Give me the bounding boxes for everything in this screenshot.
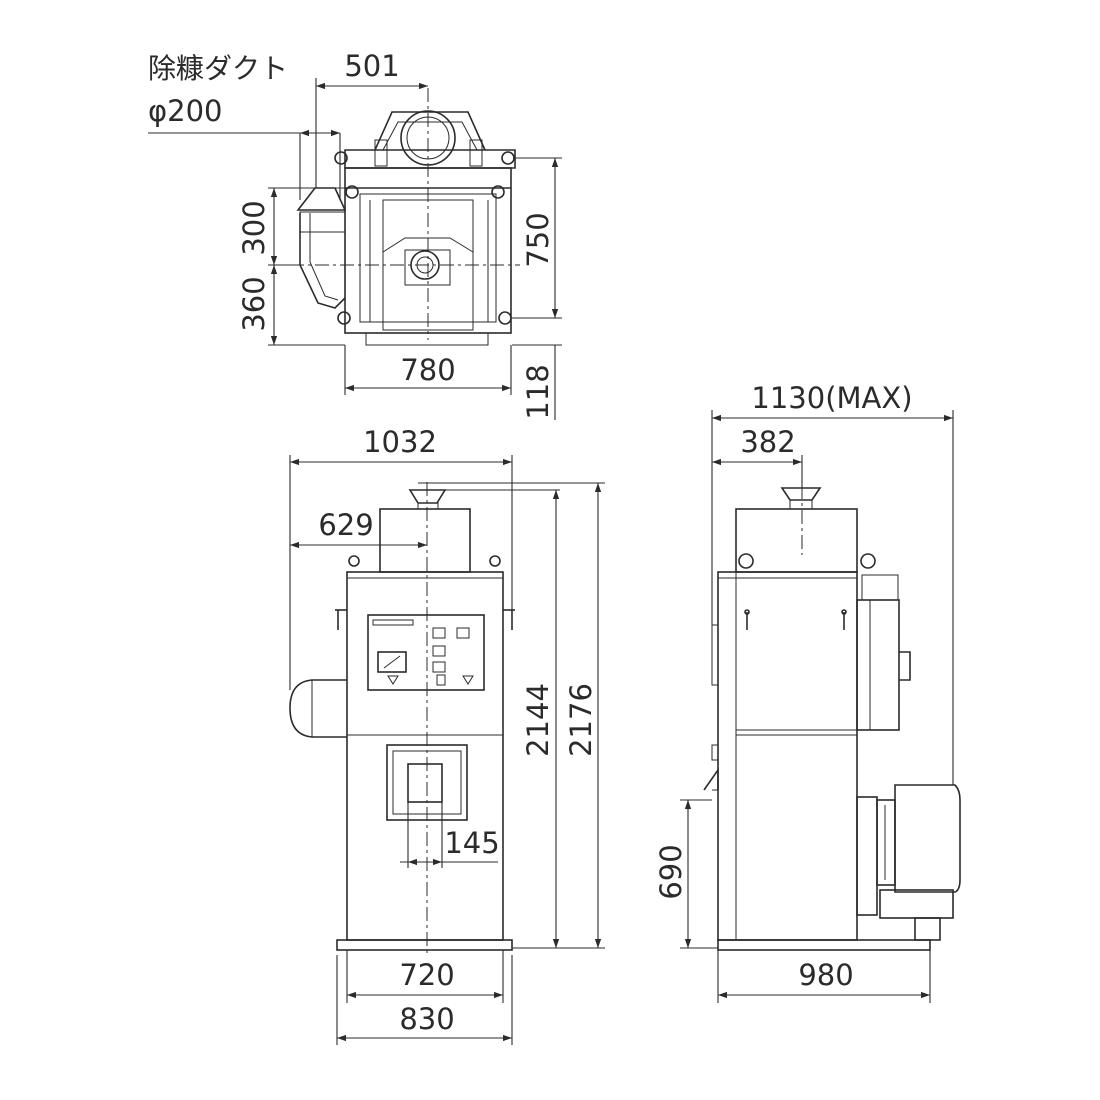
side-view: 1130(MAX) 382 690 980 (654, 381, 961, 1003)
dim-2176-label: 2176 (564, 683, 598, 757)
dim-1130: 1130(MAX) (711, 381, 954, 785)
duct-diameter: φ200 (148, 94, 222, 128)
dim-118-label: 118 (521, 364, 555, 419)
dim-1130-label: 1130(MAX) (751, 381, 912, 415)
dim-501: 501 (315, 49, 428, 188)
dim-780: 780 (344, 345, 512, 395)
duct-label: 除糠ダクト (148, 52, 288, 85)
dim-830-label: 830 (399, 1002, 454, 1036)
side-cabinet (703, 571, 961, 951)
dim-501-label: 501 (344, 49, 399, 83)
top-view-body (337, 167, 512, 346)
dim-2144-label: 2144 (521, 683, 555, 757)
dim-300-360: 300 360 (237, 187, 345, 346)
top-view-hood (334, 110, 516, 169)
dim-629: 629 (290, 508, 427, 549)
dim-2144-2176: 2144 2176 (418, 482, 605, 949)
dim-750-label: 750 (521, 212, 555, 267)
dim-720-label: 720 (399, 958, 454, 992)
dim-690-label: 690 (654, 844, 688, 899)
dim-145-label: 145 (444, 826, 499, 860)
dim-382-label: 382 (740, 425, 795, 459)
dim-145: 145 (400, 802, 500, 868)
dim-980-label: 980 (798, 958, 853, 992)
side-hopper (735, 487, 876, 573)
front-cabinet (289, 571, 515, 951)
dim-382: 382 (712, 425, 803, 488)
dim-690: 690 (654, 799, 718, 949)
dim-780-label: 780 (400, 353, 455, 387)
dim-720-830: 720 830 (336, 950, 513, 1045)
dim-750-118: 750 118 (512, 157, 562, 420)
bran-duct (296, 187, 347, 309)
dim-629-label: 629 (318, 508, 373, 542)
dim-360-label: 360 (237, 276, 271, 331)
dim-980: 980 (717, 950, 931, 1003)
dim-300-label: 300 (237, 200, 271, 255)
dim-1032-label: 1032 (363, 425, 437, 459)
top-view: 除糠ダクト φ200 501 300 360 (148, 49, 562, 420)
dim-1032: 1032 (289, 425, 513, 690)
duct-callout: 除糠ダクト φ200 (148, 52, 341, 200)
front-view: 1032 629 2144 2176 145 (289, 425, 605, 1045)
